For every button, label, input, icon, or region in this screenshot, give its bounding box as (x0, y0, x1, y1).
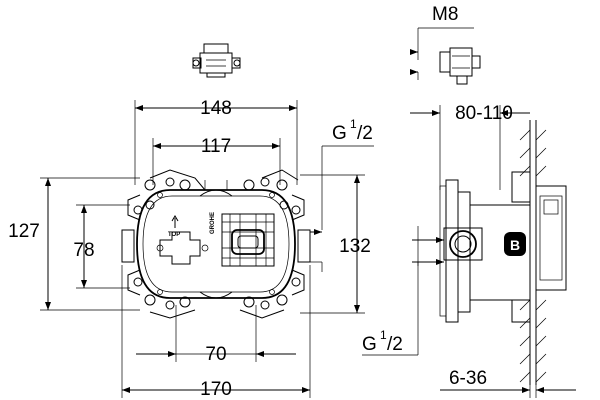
cartridge-grid (221, 213, 275, 267)
dim-bottom-outer: 170 (200, 379, 232, 400)
front-view: 148 117 G 1 /2 (8, 43, 374, 400)
side-view: M8 80-110 (362, 4, 576, 398)
brand-mark: GROHE (210, 212, 216, 234)
thread-top-sub: /2 (357, 123, 373, 144)
thread-top-sup: 1 (350, 117, 357, 131)
badge: B (510, 237, 520, 253)
dim-top-outer: 148 (200, 98, 232, 119)
thread-bottom-sub: /2 (387, 334, 403, 355)
side-body: B (439, 171, 567, 323)
top-connector-detail (192, 43, 241, 78)
mounting-body: TOP GROHE (121, 169, 311, 319)
dim-top-inner: 117 (201, 136, 231, 157)
dim-bottom-inner: 70 (205, 344, 226, 365)
dim-depth: 80-110 (455, 103, 513, 124)
dim-left-outer: 127 (8, 221, 40, 242)
thread-top-label: G (332, 123, 347, 144)
thread-bottom-label: G (362, 334, 377, 355)
dim-wall: 6-36 (449, 368, 487, 389)
dim-screw: M8 (432, 4, 458, 25)
dim-right: 132 (339, 236, 371, 257)
thread-bottom-sup: 1 (380, 328, 387, 342)
dim-left-inner: 78 (73, 240, 94, 261)
bracket-holes (133, 177, 301, 310)
top-mark: TOP (168, 232, 180, 238)
side-connector-detail (439, 47, 481, 85)
